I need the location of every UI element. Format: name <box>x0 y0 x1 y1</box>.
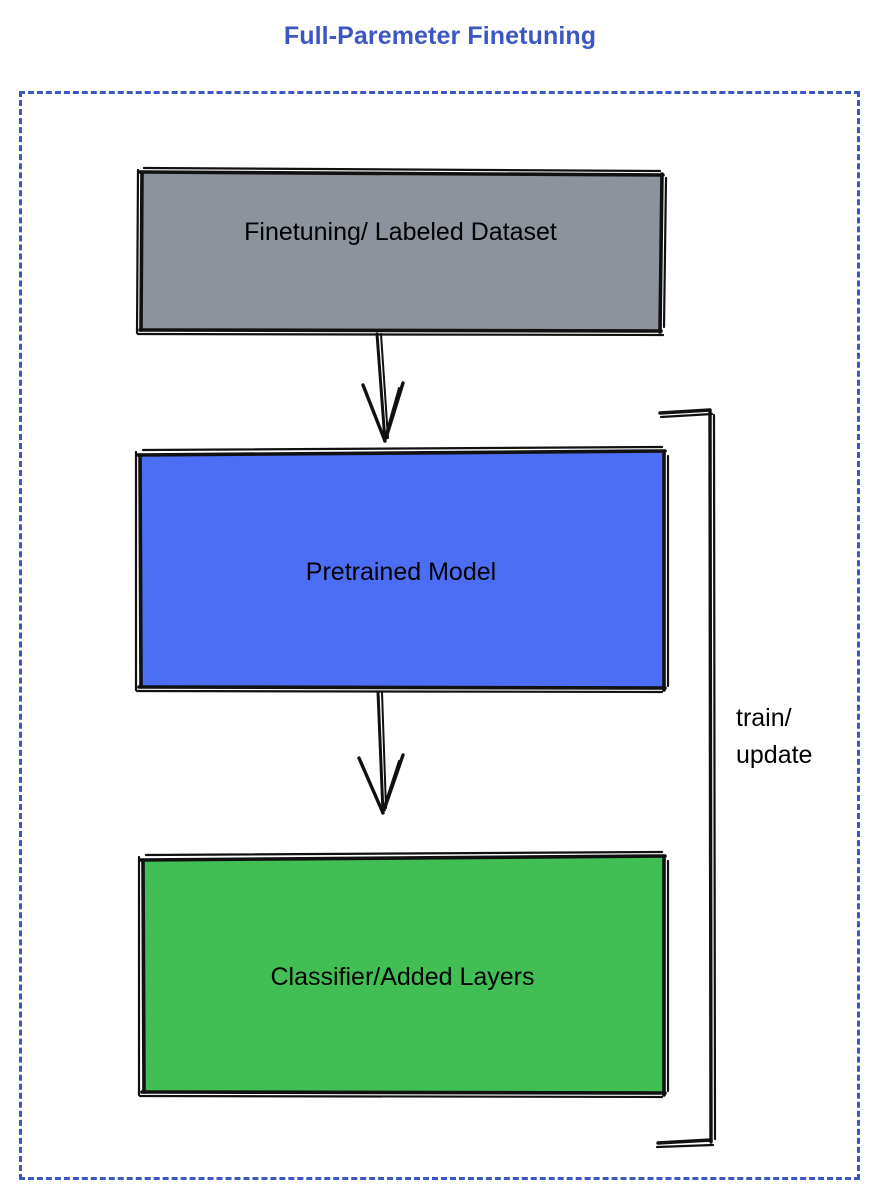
feedback-loop-label: train/ update <box>736 704 813 769</box>
node-pretrained-label: Pretrained Model <box>305 558 497 586</box>
page-title: Full-Paremeter Finetuning <box>283 22 597 50</box>
dashed-boundary-frame <box>19 91 860 1180</box>
node-classifier-label: Classifier/Added Layers <box>270 963 535 991</box>
node-dataset-label: Finetuning/ Labeled Dataset <box>244 218 557 246</box>
